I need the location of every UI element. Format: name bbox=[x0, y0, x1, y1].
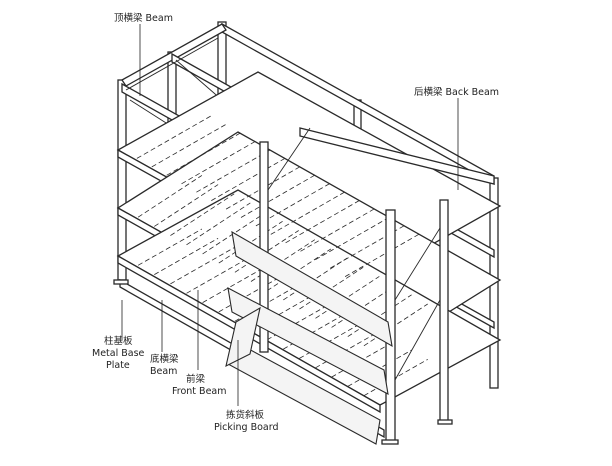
roller-bar bbox=[363, 303, 428, 347]
roller-bar bbox=[196, 148, 272, 193]
roller-bar bbox=[344, 233, 421, 277]
roller-bar bbox=[186, 256, 251, 294]
roller-bar bbox=[166, 132, 242, 176]
roller-bar bbox=[315, 276, 380, 319]
picking-boards bbox=[225, 230, 393, 445]
roller-bar bbox=[283, 257, 348, 301]
label-front-beam-en: Front Beam bbox=[172, 386, 227, 397]
roller-bar bbox=[218, 275, 283, 313]
roller-bar bbox=[186, 202, 251, 246]
label-base-plate-cn: 柱基板 bbox=[104, 335, 133, 347]
roller-bar bbox=[137, 175, 203, 218]
label-picking-board-en: Picking Board bbox=[214, 422, 279, 433]
roller-bar bbox=[363, 359, 428, 397]
roller-bar bbox=[285, 199, 361, 244]
roller-bar bbox=[202, 265, 267, 303]
roller-bar bbox=[181, 140, 257, 185]
roller-bar bbox=[270, 191, 346, 235]
roller-bar bbox=[331, 285, 396, 328]
roller-bar bbox=[218, 220, 283, 264]
roller-bar bbox=[300, 207, 376, 252]
rack-front-uprights bbox=[259, 127, 495, 443]
label-bottom-beam-cn: 底横梁 bbox=[150, 353, 179, 365]
roller-bar bbox=[154, 237, 219, 275]
label-picking-board-cn: 拣货斜板 bbox=[226, 409, 265, 421]
roller-bar bbox=[347, 294, 412, 337]
roller-bar bbox=[299, 266, 364, 310]
leader-lines bbox=[121, 24, 459, 406]
label-base-plate-en2: Plate bbox=[106, 360, 130, 371]
label-top-beam: 顶横梁 Beam bbox=[114, 12, 173, 24]
label-back-beam: 后横梁 Back Beam bbox=[414, 86, 499, 98]
callout-labels: 顶横梁 Beam 后横梁 Back Beam 柱基板 Metal Base Pl… bbox=[92, 12, 499, 433]
roller-bar bbox=[202, 211, 267, 255]
label-base-plate-en1: Metal Base bbox=[92, 348, 145, 359]
roller-bar bbox=[170, 247, 235, 285]
roller-bar bbox=[315, 216, 391, 261]
roller-bar bbox=[136, 115, 212, 159]
roller-bar bbox=[266, 248, 332, 292]
label-bottom-beam-en: Beam bbox=[150, 366, 177, 377]
label-front-beam-cn: 前梁 bbox=[186, 373, 206, 385]
roller-bar bbox=[234, 230, 299, 273]
roller-bar bbox=[211, 157, 287, 201]
roller-bar bbox=[330, 224, 406, 269]
roller-bar bbox=[154, 184, 219, 227]
roller-bar bbox=[137, 228, 203, 266]
roller-bar bbox=[255, 182, 331, 227]
roller-bar bbox=[170, 193, 235, 236]
roller-bar bbox=[151, 123, 227, 168]
roller-bar bbox=[240, 174, 316, 218]
